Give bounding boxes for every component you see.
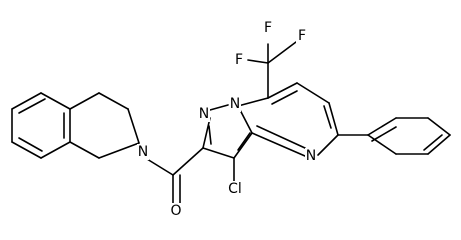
bond — [40, 92, 71, 110]
atom-o-label: O — [170, 203, 181, 219]
atom-f-left: F — [233, 52, 245, 68]
atom-o-carbonyl: O — [170, 203, 183, 219]
bond — [202, 117, 211, 149]
bond-layer — [11, 41, 451, 207]
bond — [423, 134, 443, 151]
bond — [127, 108, 140, 144]
atom-f-right-label: F — [298, 28, 306, 44]
atom-n-pyrazole-label: N — [199, 106, 209, 122]
atom-f-right: F — [296, 28, 308, 44]
bond — [367, 134, 397, 155]
bond — [267, 82, 298, 99]
bond — [296, 82, 330, 104]
atom-n-tetrahydroisoquinoline: N — [137, 144, 149, 160]
bond — [237, 132, 251, 151]
atom-n-tiq-label: N — [138, 144, 148, 160]
structure-canvas: F F F N N N N O — [11, 20, 451, 219]
bond — [202, 147, 235, 159]
atom-n-pyrimidine-label: N — [306, 148, 316, 164]
bond — [69, 141, 100, 159]
bond — [323, 105, 332, 129]
bond — [233, 132, 253, 159]
bond — [251, 132, 306, 157]
bond — [18, 137, 43, 152]
bond — [371, 126, 397, 142]
bond — [146, 158, 174, 176]
bond — [11, 141, 42, 159]
bond — [208, 125, 212, 145]
bond — [40, 141, 71, 159]
atom-n-pyrazole: N — [198, 106, 210, 122]
bond — [427, 134, 451, 155]
bond — [328, 102, 339, 136]
atom-n-bridge-label: N — [230, 96, 240, 112]
bond — [427, 117, 451, 136]
bond — [209, 104, 229, 111]
atom-n-bridgehead: N — [229, 96, 241, 112]
bond — [256, 125, 306, 149]
atom-f-left-label: F — [235, 52, 243, 68]
bond — [271, 90, 298, 105]
bond — [69, 92, 100, 110]
bond — [98, 92, 129, 110]
atom-f-top: F — [262, 20, 274, 36]
bond — [267, 41, 297, 64]
atom-cl-label: Cl — [228, 181, 242, 197]
bond — [18, 98, 46, 114]
bond — [98, 142, 140, 159]
atom-f-top-label: F — [264, 20, 272, 36]
bond — [237, 97, 269, 107]
bond — [247, 59, 269, 64]
bond — [172, 147, 204, 176]
chemical-structure-drawing: F F F N N N N O — [11, 20, 451, 219]
atom-n-pyrimidine: N — [305, 148, 317, 164]
bond — [11, 92, 42, 110]
bond — [367, 117, 397, 136]
atom-cl: Cl — [226, 181, 244, 197]
atom-label-layer: F F F N N N N O — [137, 20, 317, 219]
bond — [317, 134, 339, 156]
